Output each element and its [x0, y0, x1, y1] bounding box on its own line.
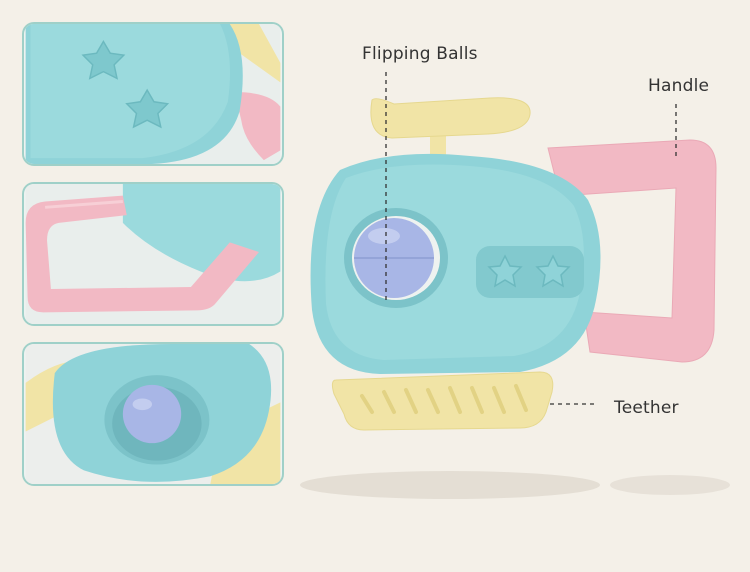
stars-closeup-image: [25, 24, 281, 164]
shadow: [300, 471, 600, 499]
teether: [331, 371, 554, 431]
star-button: [535, 254, 571, 288]
detail-thumbnail-stars: [22, 22, 284, 166]
star-panel: [476, 246, 584, 298]
callout-handle: Handle: [648, 76, 710, 96]
detail-thumbnail-handle: [22, 182, 284, 326]
shadow: [610, 475, 730, 495]
detail-thumbnail-ball: [22, 342, 284, 486]
callout-flipping-balls: Flipping Balls: [362, 44, 478, 64]
ball-highlight: [368, 228, 400, 244]
teether-ridges: [360, 384, 528, 414]
star-button: [487, 254, 523, 288]
handle-closeup-image: [25, 184, 281, 324]
ball-closeup-image: [25, 344, 281, 484]
handle: [547, 139, 717, 363]
callout-teether: Teether: [614, 398, 679, 418]
propeller-blade: [370, 97, 531, 139]
